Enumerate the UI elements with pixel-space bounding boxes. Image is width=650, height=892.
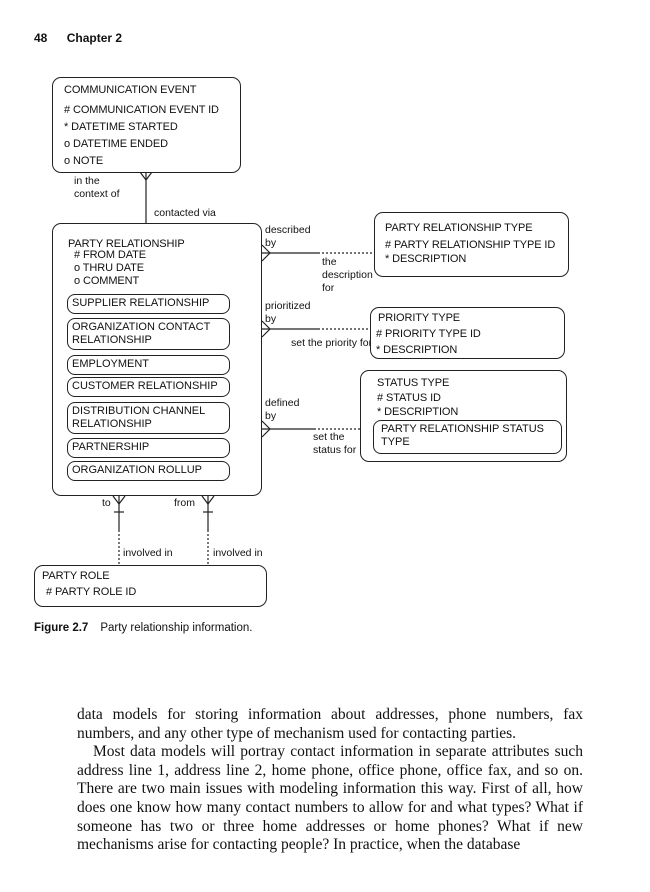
label-in-the-context-of: in the context of <box>74 175 120 200</box>
paragraph: data models for storing information abou… <box>77 706 583 742</box>
attribute: * DESCRIPTION <box>385 253 467 265</box>
attribute: * DESCRIPTION <box>377 406 459 418</box>
running-header: 48 Chapter 2 <box>34 31 138 45</box>
crowfoot-comm-event <box>139 171 153 181</box>
subtype-employment: EMPLOYMENT <box>67 355 230 375</box>
entity-communication-event: COMMUNICATION EVENT # COMMUNICATION EVEN… <box>52 77 241 173</box>
attribute: # PARTY RELATIONSHIP TYPE ID <box>385 239 556 251</box>
subtype-supplier-relationship: SUPPLIER RELATIONSHIP <box>67 294 230 314</box>
label-to: to <box>102 497 111 509</box>
entity-title: PARTY RELATIONSHIP <box>68 238 185 250</box>
label-involved-in-to: involved in <box>123 547 173 559</box>
subtype-partnership: PARTNERSHIP <box>67 438 230 458</box>
attribute: # STATUS ID <box>377 392 441 404</box>
entity-title: STATUS TYPE <box>377 377 450 389</box>
subtype-party-relationship-status-type: PARTY RELATIONSHIP STATUS TYPE <box>373 420 562 454</box>
er-diagram: COMMUNICATION EVENT # COMMUNICATION EVEN… <box>34 77 569 607</box>
entity-title: PARTY ROLE <box>42 570 110 582</box>
subtype-organization-contact-relationship: ORGANIZATION CONTACT RELATIONSHIP <box>67 318 230 350</box>
label-set-the-priority-for: set the priority for <box>291 337 373 349</box>
label-from: from <box>174 497 195 509</box>
entity-party-relationship-type: PARTY RELATIONSHIP TYPE # PARTY RELATION… <box>374 212 569 277</box>
label-contacted-via: contacted via <box>154 207 216 219</box>
label-defined-by: defined by <box>265 397 300 422</box>
subtype-organization-rollup: ORGANIZATION ROLLUP <box>67 461 230 481</box>
subtype-customer-relationship: CUSTOMER RELATIONSHIP <box>67 377 230 397</box>
subtype-distribution-channel-relationship: DISTRIBUTION CHANNEL RELATIONSHIP <box>67 402 230 434</box>
label-the-description-for: the description for <box>322 256 373 294</box>
chapter-title: Chapter 2 <box>66 31 123 45</box>
entity-party-role: PARTY ROLE # PARTY ROLE ID <box>34 565 267 607</box>
attribute: o DATETIME ENDED <box>64 138 168 150</box>
label-set-the-status-for: set the status for <box>313 431 357 456</box>
label-involved-in-from: involved in <box>213 547 263 559</box>
figure-caption: Figure 2.7 Party relationship information… <box>34 622 252 634</box>
attribute: * DESCRIPTION <box>376 344 458 356</box>
figure-label: Figure 2.7 <box>34 622 89 634</box>
attribute: o COMMENT <box>74 275 140 287</box>
attribute: # FROM DATE <box>74 249 147 261</box>
attribute: * DATETIME STARTED <box>64 121 178 133</box>
entity-priority-type: PRIORITY TYPE # PRIORITY TYPE ID * DESCR… <box>370 307 565 359</box>
label-described-by: described by <box>265 224 311 249</box>
attribute: # PARTY ROLE ID <box>46 586 137 598</box>
attribute: o THRU DATE <box>74 262 145 274</box>
attribute: o NOTE <box>64 155 104 167</box>
attribute: # PRIORITY TYPE ID <box>376 328 481 340</box>
figure-caption-text: Party relationship information. <box>100 622 253 634</box>
label-prioritized-by: prioritized by <box>265 300 311 325</box>
body-text: data models for storing information abou… <box>77 706 583 855</box>
entity-title: PARTY RELATIONSHIP TYPE <box>385 222 533 234</box>
attribute: # COMMUNICATION EVENT ID <box>64 104 219 116</box>
entity-title: PRIORITY TYPE <box>378 312 461 324</box>
page-number: 48 <box>34 31 48 45</box>
paragraph: Most data models will portray contact in… <box>77 743 583 854</box>
entity-title: COMMUNICATION EVENT <box>64 84 197 96</box>
